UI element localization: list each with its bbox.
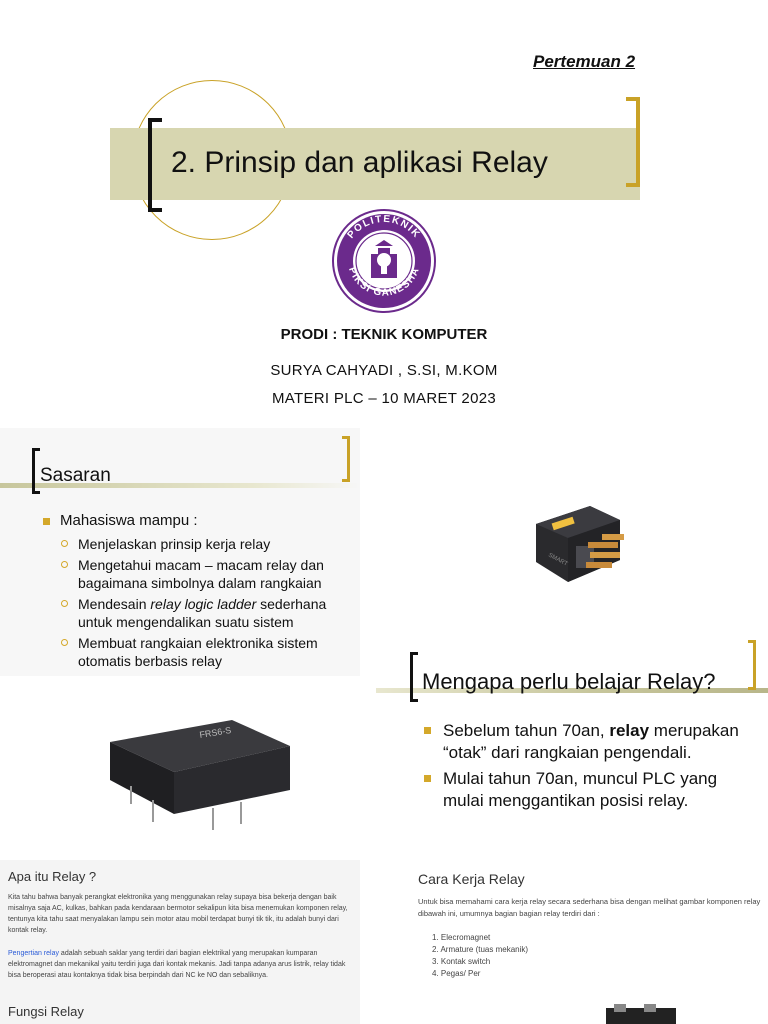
article-right-background (376, 864, 768, 1024)
circle-bullet-icon (61, 561, 68, 568)
mengapa-right-bracket (748, 640, 756, 690)
bullet-icon (424, 775, 431, 782)
cara-paragraph: Untuk bisa memahami cara kerja relay sec… (418, 897, 761, 918)
list-item: 4. Pegas/ Per (432, 969, 481, 978)
relay-diagram-icon (606, 1004, 676, 1024)
slide-title: 2. Prinsip dan aplikasi Relay (171, 146, 548, 179)
list-item: 3. Kontak switch (432, 957, 491, 966)
automotive-relay-icon: SMART (536, 506, 624, 582)
right-bracket (626, 97, 640, 187)
program-label: PRODI : TEKNIK KOMPUTER (280, 326, 488, 343)
sasaran-right-bracket (342, 436, 350, 482)
list-item: Mengetahui macam – macam relay dan bagai… (60, 556, 360, 592)
author-name: SURYA CAHYADI , S.SI, M.KOM (270, 362, 498, 379)
sasaran-slide-background (0, 428, 360, 676)
circle-bullet-icon (61, 540, 68, 547)
sasaran-title-bar (0, 483, 360, 488)
mengapa-left-bracket (410, 652, 418, 702)
circle-bullet-icon (61, 639, 68, 646)
article-link[interactable]: Pengertian relay (8, 950, 59, 957)
mengapa-title: Mengapa perlu belajar Relay? (422, 669, 716, 694)
article-heading: Apa itu Relay ? (8, 869, 97, 884)
mengapa-list: Sebelum tahun 70an, relay merupakan “ota… (424, 720, 754, 816)
article-paragraph: Kita tahu bahwa banyak perangkat elektro… (8, 894, 348, 934)
title-band (110, 128, 640, 200)
material-date: MATERI PLC – 10 MARET 2023 (272, 390, 496, 407)
pcb-relay-icon: FRS6-S (110, 720, 290, 830)
sasaran-left-bracket (32, 448, 40, 494)
meeting-label: Pertemuan 2 (533, 52, 636, 71)
list-item: Menjelaskan prinsip kerja relay (60, 535, 360, 553)
cara-list: 1. Elecromagnet 2. Armature (tuas mekani… (432, 932, 528, 980)
list-item: 1. Elecromagnet (432, 933, 491, 942)
bullet-icon (424, 727, 431, 734)
article-left-background (0, 860, 360, 1024)
circle-bullet-icon (61, 600, 68, 607)
university-seal-icon: POLITEKNIK PIKSI GANESHA (332, 209, 436, 313)
cara-heading: Cara Kerja Relay (418, 871, 525, 887)
list-item: 2. Armature (tuas mekanik) (432, 945, 529, 954)
sasaran-sub-list: Menjelaskan prinsip kerja relay Mengetah… (60, 535, 360, 673)
list-item: Mulai tahun 70an, muncul PLC yang mulai … (424, 768, 754, 812)
list-item: Mendesain relay logic ladder sederhana u… (60, 595, 360, 631)
list-item: Sebelum tahun 70an, relay merupakan “ota… (424, 720, 754, 764)
article-paragraph-2: Pengertian relay adalah sebuah saklar ya… (8, 950, 346, 979)
relay-marking: FRS6-S (199, 725, 232, 740)
sasaran-title: Sasaran (40, 465, 111, 486)
article-subheading: Fungsi Relay (8, 1004, 84, 1019)
main-bullet-text: Mahasiswa mampu : (60, 512, 198, 529)
list-item: Membuat rangkaian elektronika sistem oto… (60, 634, 360, 670)
bullet-icon (43, 518, 50, 525)
mengapa-title-bar (376, 688, 768, 693)
left-bracket (148, 118, 162, 212)
